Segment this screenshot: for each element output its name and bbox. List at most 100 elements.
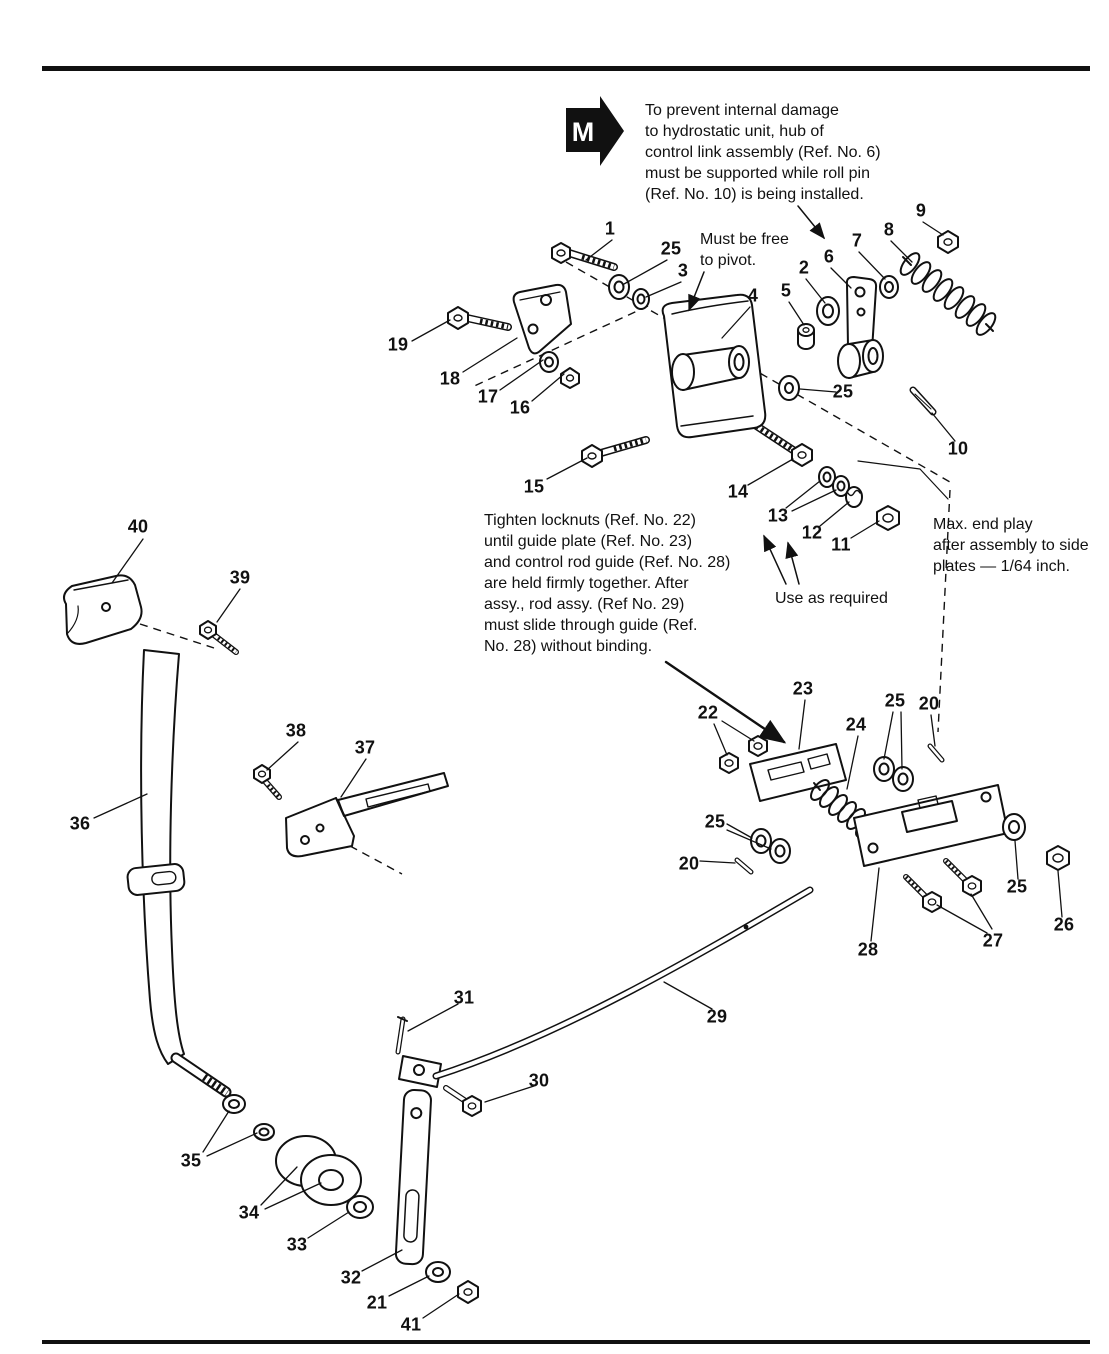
part-label-14: 14: [727, 481, 749, 502]
part-label-8: 8: [883, 219, 895, 240]
part-32-strap: [394, 1055, 442, 1266]
part-label-25: 25: [832, 381, 854, 402]
washer-3: [632, 288, 650, 310]
part-label-24: 24: [845, 714, 867, 735]
part-33-bushing: [346, 1195, 374, 1219]
part-label-34: 34: [238, 1202, 260, 1223]
part-label-33: 33: [286, 1234, 308, 1255]
part-label-17: 17: [477, 386, 499, 407]
pin-20-lower: [734, 857, 754, 875]
part-label-13: 13: [767, 505, 789, 526]
note-line: plates — 1/64 inch.: [933, 558, 1070, 575]
washers-25-left-pair: [750, 828, 791, 864]
note-line: and control rod guide (Ref. No. 28): [484, 554, 731, 571]
nut-16: [560, 367, 580, 389]
note-line: Max. end play: [933, 516, 1033, 533]
nut-26: [1046, 845, 1070, 871]
part-label-15: 15: [523, 476, 545, 497]
note-line: control link assembly (Ref. No. 6): [645, 144, 881, 161]
nut-41: [457, 1280, 479, 1304]
part-6-control-link: [837, 276, 884, 379]
part-label-23: 23: [792, 678, 814, 699]
part-label-18: 18: [439, 368, 461, 389]
note-use-as-required: Use as required: [775, 588, 888, 609]
part-label-28: 28: [857, 939, 879, 960]
note-line: must slide through guide (Ref.: [484, 617, 698, 634]
part-label-41: 41: [400, 1314, 422, 1335]
part-4-pivot-bracket: [661, 293, 797, 454]
bolt-19: [447, 306, 512, 331]
part-34-roller: [275, 1135, 362, 1206]
part-label-40: 40: [127, 516, 149, 537]
part-label-25: 25: [660, 238, 682, 259]
part-label-11: 11: [831, 534, 851, 555]
part-label-39: 39: [229, 567, 251, 588]
part-label-27: 27: [982, 930, 1004, 951]
washer-25-far-right: [1002, 813, 1026, 841]
locknut-11: [876, 505, 900, 531]
roll-pin-10: [909, 386, 937, 416]
part-label-38: 38: [285, 720, 307, 741]
caution-flag-letter: M: [571, 117, 595, 147]
part-36-lever-arm: [140, 649, 185, 1065]
bolt-15: [581, 436, 650, 468]
note-line: To prevent internal damage: [645, 102, 839, 119]
pivot-shaft: [170, 1052, 232, 1098]
part-40-pedal: [63, 574, 143, 645]
part-label-25: 25: [884, 690, 906, 711]
note-end-play: Max. end play after assembly to side pla…: [933, 514, 1089, 577]
leader-lines: [93, 221, 1063, 1319]
note-line: Tighten locknuts (Ref. No. 22): [484, 512, 696, 529]
part-label-5: 5: [780, 280, 792, 301]
washer-25-mid: [778, 375, 800, 401]
bolt-1: [551, 242, 618, 271]
part-28-control-rod-guide: [853, 784, 1009, 867]
part-label-25: 25: [704, 811, 726, 832]
note-must-pivot: Must be free to pivot.: [700, 229, 789, 271]
washer-25-top: [608, 274, 630, 300]
part-label-35: 35: [180, 1150, 202, 1171]
strap-keeper: [126, 863, 186, 896]
note-line: No. 28) without binding.: [484, 638, 653, 655]
nut-14: [791, 443, 813, 467]
spring-8: [899, 252, 997, 336]
note-line: Use as required: [775, 590, 888, 607]
bolt-30: [443, 1085, 482, 1117]
washer-21: [425, 1261, 451, 1283]
pin-31: [395, 1016, 408, 1055]
part-label-3: 3: [677, 260, 689, 281]
bolt-38: [253, 764, 282, 800]
pin-20-upper: [927, 743, 945, 763]
note-line: assy., rod assy. (Ref No. 29): [484, 596, 685, 613]
part-label-19: 19: [387, 334, 409, 355]
center-dashed-lines: [139, 261, 951, 875]
note-line: to pivot.: [700, 252, 757, 269]
part-29-control-rod: [432, 886, 814, 1080]
caution-flag-icon: [566, 96, 624, 166]
part-label-29: 29: [706, 1006, 728, 1027]
wave-washer-12: [845, 486, 863, 508]
part-label-16: 16: [509, 397, 531, 418]
washers-13: [818, 466, 850, 497]
part-label-4: 4: [747, 285, 759, 306]
bolts-27: [903, 858, 982, 913]
spacer-5: [797, 323, 815, 350]
part-label-6: 6: [823, 246, 835, 267]
part-label-26: 26: [1053, 914, 1075, 935]
bottom-rule: [42, 1340, 1090, 1344]
note-line: Must be free: [700, 231, 789, 248]
part-label-32: 32: [340, 1267, 362, 1288]
part-label-20: 20: [678, 853, 700, 874]
washer-2: [816, 296, 840, 326]
part-18-bracket: [512, 283, 572, 355]
part-label-30: 30: [528, 1070, 550, 1091]
part-label-21: 21: [366, 1292, 388, 1313]
part-label-12: 12: [801, 522, 823, 543]
washer-17: [539, 351, 559, 373]
note-internal-damage: To prevent internal damage to hydrostati…: [645, 100, 881, 205]
annotation-arrows: [664, 205, 949, 744]
part-23-guide-plate: [749, 743, 847, 802]
part-label-9: 9: [915, 200, 927, 221]
